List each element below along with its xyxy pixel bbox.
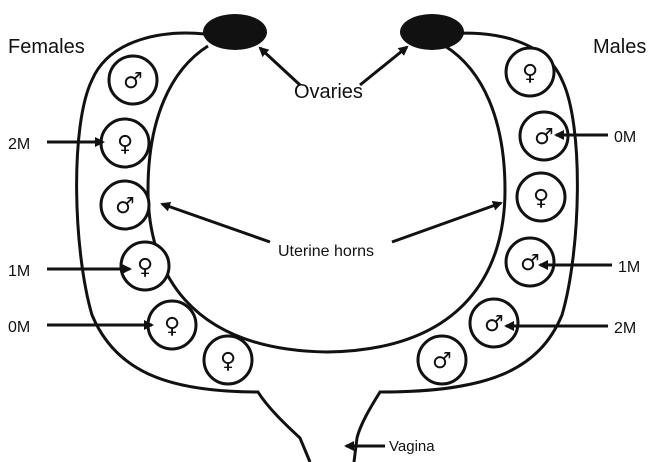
male-symbol: ♂ — [115, 194, 135, 219]
female-symbol: ♀ — [522, 61, 538, 86]
vagina-label: Vagina — [389, 438, 435, 455]
female-symbol: ♀ — [137, 255, 153, 280]
left-fetus-2: ♀ — [101, 119, 149, 167]
right-fetus-4: ♂ — [506, 238, 554, 286]
ovaries-label: Ovaries — [294, 81, 363, 103]
left-fetus-3: ♂ — [101, 181, 149, 229]
female-symbol: ♀ — [220, 349, 236, 374]
left-fetus-5: ♀ — [148, 301, 196, 349]
left-ovary — [203, 14, 267, 50]
left-marker-2m: 2M — [8, 136, 30, 153]
right-fetus-6: ♂ — [418, 336, 466, 384]
male-symbol: ♂ — [484, 312, 504, 337]
female-symbol: ♀ — [533, 186, 549, 211]
females-label: Females — [8, 36, 85, 58]
right-fetus-3: ♀ — [517, 173, 565, 221]
right-marker-0m: 0M — [614, 129, 636, 146]
left-fetus-6: ♀ — [204, 336, 252, 384]
male-symbol: ♂ — [123, 69, 143, 94]
female-symbol: ♀ — [117, 132, 133, 157]
left-fetus-4: ♀ — [121, 242, 169, 290]
males-label: Males — [593, 36, 646, 58]
right-ovary — [400, 14, 464, 50]
uterus-outer-wall — [77, 33, 310, 462]
right-marker-2m: 2M — [614, 320, 636, 337]
right-fetus-5: ♂ — [470, 299, 518, 347]
left-marker-1m: 1M — [8, 263, 30, 280]
right-marker-1m: 1M — [618, 259, 640, 276]
left-fetus-1: ♂ — [109, 56, 157, 104]
left-marker-0m: 0M — [8, 319, 30, 336]
male-symbol: ♂ — [534, 125, 554, 150]
ovaries-arrow-left — [260, 48, 300, 85]
male-symbol: ♂ — [432, 349, 452, 374]
female-symbol: ♀ — [164, 314, 180, 339]
ovaries-arrow-right — [360, 47, 407, 85]
male-symbol: ♂ — [520, 251, 540, 276]
uterine-horns-arrow-right — [392, 203, 501, 242]
right-fetus-1: ♀ — [506, 48, 554, 96]
uterine-horns-label: Uterine horns — [278, 243, 374, 260]
uterine-horns-arrow-left — [162, 204, 270, 242]
